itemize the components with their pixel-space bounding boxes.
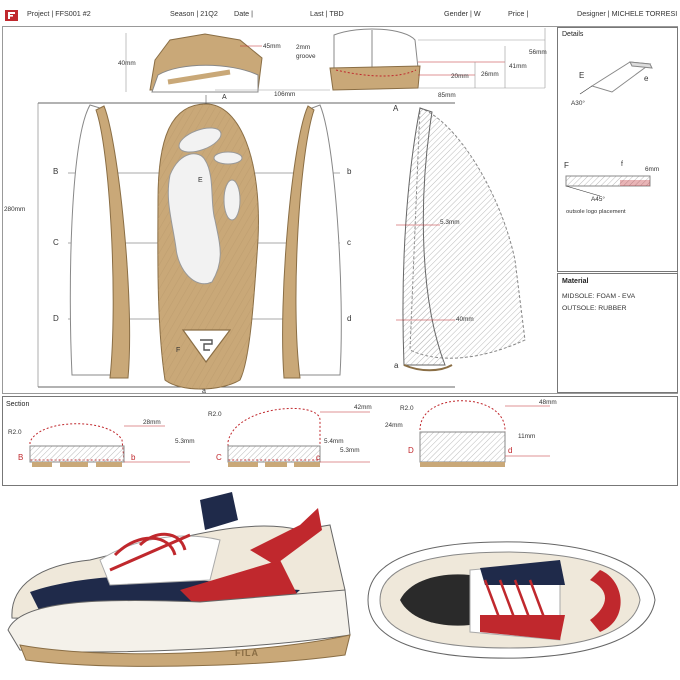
detail-E-label: E [579, 71, 585, 80]
season-label: Season | 21Q2 [170, 9, 218, 18]
section-d-marker: d [508, 446, 513, 455]
section-b-height: 28mm [143, 419, 161, 426]
section-d-h3: 11mm [518, 433, 536, 440]
last-label: Last | TBD [310, 9, 344, 18]
detail-f-label: f [621, 161, 623, 168]
dim-side-53: 5.3mm [440, 219, 460, 226]
detail-f-drawing [565, 175, 651, 197]
section-D-marker: D [408, 446, 414, 455]
marker-b: b [347, 167, 352, 176]
details-title: Details [562, 31, 584, 38]
dim-length-280: 280mm [4, 206, 26, 213]
detail-e-drawing [579, 61, 653, 95]
marker-c: c [347, 238, 351, 247]
details-panel [557, 27, 678, 272]
section-title: Section [6, 401, 30, 408]
section-d-drawing [419, 400, 550, 467]
material-outsole: OUTSOLE: RUBBER [562, 305, 627, 312]
dim-toe-26: 26mm [481, 71, 499, 78]
heel-view [125, 33, 330, 93]
marker-E: E [198, 177, 203, 184]
marker-a-bottom: a [202, 388, 206, 395]
section-d-h2: 24mm [385, 422, 403, 429]
detail-e-label: e [644, 74, 649, 83]
marker-A-top: A [222, 94, 227, 101]
section-d-height: 48mm [539, 399, 557, 406]
section-c-w2: 5.3mm [340, 447, 360, 454]
marker-A-side: A [393, 104, 399, 113]
fila-logo-icon [5, 10, 18, 21]
price-label: Price | [508, 9, 529, 18]
detail-angle-e: A30° [571, 100, 585, 107]
section-c-w1: 5.4mm [324, 438, 344, 445]
detail-F-label: F [564, 161, 569, 170]
detail-note: outsole logo placement [566, 209, 626, 215]
marker-C: C [53, 238, 59, 247]
material-midsole: MIDSOLE: FOAM - EVA [562, 293, 636, 300]
lateral-profile [282, 104, 342, 379]
dim-side-40: 40mm [456, 316, 474, 323]
detail-depth: 6mm [645, 166, 660, 173]
colour-top-render [367, 541, 656, 659]
toe-view [329, 28, 546, 91]
material-title: Material [562, 278, 589, 285]
dim-toe-56: 56mm [529, 49, 547, 56]
medial-profile [69, 104, 131, 379]
detail-angle-f: A45° [591, 196, 605, 203]
section-b-drawing [29, 423, 190, 467]
section-c-radius: R2.0 [208, 411, 222, 418]
dim-groove-a: 2mm [296, 44, 311, 51]
outsole-bottom-view [157, 95, 259, 390]
colour-side-render [7, 492, 351, 667]
dim-groove-b: groove [296, 53, 316, 60]
dim-heel-45: 45mm [263, 43, 281, 50]
project-label: Project | FFS001 #2 [27, 9, 91, 18]
section-b-width: 5.3mm [175, 438, 195, 445]
side-section-view [396, 107, 526, 372]
section-b-marker: b [131, 453, 136, 462]
section-d-radius: R2.0 [400, 405, 414, 412]
marker-d: d [347, 314, 352, 323]
dim-heel-40: 40mm [118, 60, 136, 67]
dim-toe-20: 20mm [451, 73, 469, 80]
marker-a-side: a [394, 361, 399, 370]
section-b-radius: R2.0 [8, 429, 22, 436]
marker-D: D [53, 314, 59, 323]
dim-toe-85: 85mm [438, 92, 456, 99]
section-c-height: 42mm [354, 404, 372, 411]
dim-toe-41: 41mm [509, 63, 527, 70]
material-panel [557, 273, 678, 393]
dim-heel-106: 106mm [274, 91, 296, 98]
marker-B: B [53, 167, 59, 176]
designer-label: Designer | MICHELE TORRESI [577, 9, 678, 18]
section-c-drawing [227, 408, 370, 467]
sole-brand-logo: FILA [235, 648, 259, 658]
section-C-marker: C [216, 453, 222, 462]
marker-F: F [176, 347, 181, 354]
section-c-marker: c [316, 453, 320, 462]
gender-label: Gender | W [444, 9, 481, 18]
date-label: Date | [234, 9, 254, 18]
section-B-marker: B [18, 453, 24, 462]
section-panel [2, 396, 678, 486]
